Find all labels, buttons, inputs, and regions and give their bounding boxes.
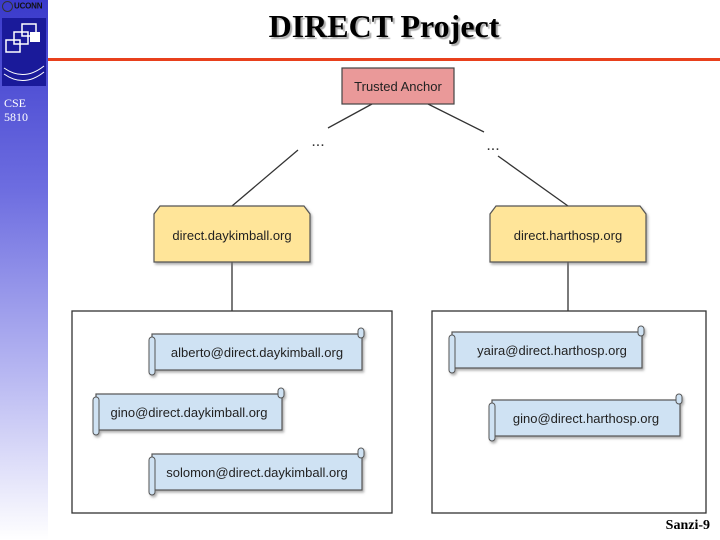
uconn-brand: UCONN bbox=[2, 1, 43, 12]
anchor-connector-left bbox=[327, 103, 373, 129]
sidebar: UCONN CSE 5810 bbox=[0, 0, 48, 540]
address-scroll-gino-daykimball bbox=[92, 387, 285, 436]
trusted-anchor: Trusted Anchor bbox=[341, 67, 455, 105]
address-scroll-alberto bbox=[148, 327, 365, 376]
domain-harthosp-label: direct.harthosp.org bbox=[514, 228, 622, 243]
address-scroll-solomon bbox=[148, 447, 365, 496]
anchor-connector-right bbox=[427, 103, 485, 133]
address-scroll-gino-harthosp bbox=[488, 393, 683, 442]
trusted-anchor-label: Trusted Anchor bbox=[354, 79, 442, 94]
domain-daykimball-label: direct.daykimball.org bbox=[172, 228, 291, 243]
course-label: CSE 5810 bbox=[4, 96, 28, 124]
address-yaira: yaira@direct.harthosp.org bbox=[477, 343, 627, 358]
address-solomon: solomon@direct.daykimball.org bbox=[166, 465, 348, 480]
domain-daykimball bbox=[153, 205, 311, 263]
slide-title: DIRECT Project bbox=[268, 8, 500, 44]
address-scroll-yaira bbox=[448, 325, 645, 374]
uconn-seal-icon bbox=[2, 1, 13, 12]
uconn-wordmark: UCONN bbox=[14, 1, 43, 11]
address-gino-harthosp: gino@direct.harthosp.org bbox=[513, 411, 659, 426]
title-rule bbox=[48, 58, 720, 61]
address-alberto: alberto@direct.daykimball.org bbox=[171, 345, 343, 360]
address-gino-daykimball: gino@direct.daykimball.org bbox=[111, 405, 268, 420]
course-logo-icon bbox=[2, 18, 46, 86]
domain-harthosp bbox=[489, 205, 647, 263]
ellipsis-right: ... bbox=[486, 137, 499, 154]
domain-connector-left bbox=[231, 149, 299, 207]
domain-connector-right bbox=[497, 155, 569, 207]
slide-number: Sanzi-9 bbox=[665, 518, 710, 533]
ellipsis-left: ... bbox=[311, 133, 324, 150]
